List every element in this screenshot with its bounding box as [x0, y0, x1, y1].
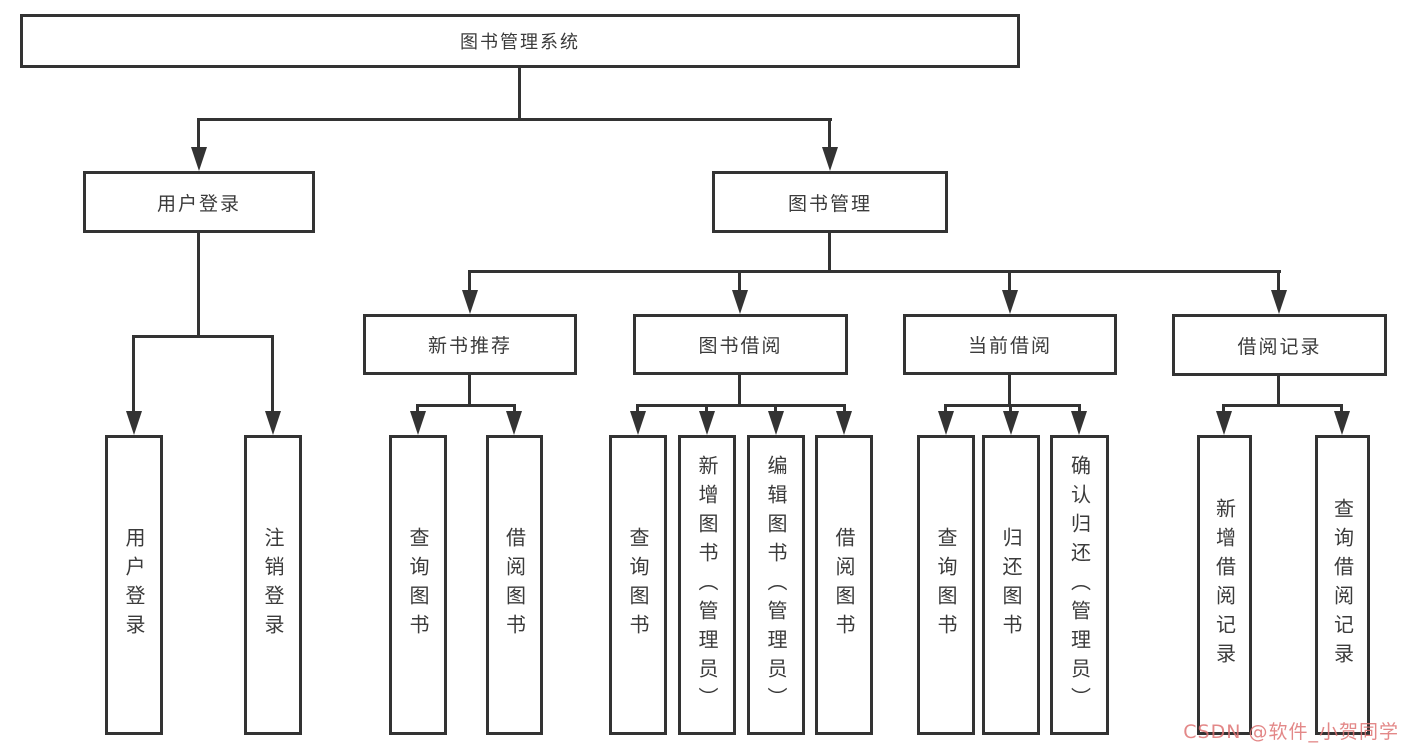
arrow-down-icon: [836, 411, 852, 435]
arrow-down-icon: [938, 411, 954, 435]
node-book-management: 图书管理: [712, 171, 948, 233]
leaf-add-borrow-record: 新增借阅记录: [1197, 435, 1252, 735]
leaf-label: 新增图书（管理员）: [695, 454, 719, 716]
leaf-add-books-admin: 新增图书（管理员）: [678, 435, 736, 735]
leaf-borrow-books-1: 借阅图书: [486, 435, 543, 735]
leaf-label: 新增借阅记录: [1212, 498, 1237, 672]
leaf-user-login: 用户登录: [105, 435, 163, 735]
arrow-down-icon: [126, 411, 142, 435]
arrow-down-icon: [506, 411, 522, 435]
node-book-borrow: 图书借阅: [633, 314, 848, 375]
arrow-down-icon: [191, 147, 207, 171]
arrow-down-icon: [732, 290, 748, 314]
leaf-borrow-books-2: 借阅图书: [815, 435, 873, 735]
leaf-label: 用户登录: [122, 527, 146, 643]
arrow-down-icon: [1002, 290, 1018, 314]
arrow-down-icon: [1216, 411, 1232, 435]
node-system-root: 图书管理系统: [20, 14, 1020, 68]
arrow-down-icon: [462, 290, 478, 314]
leaf-query-books-3: 查询图书: [917, 435, 975, 735]
arrow-down-icon: [822, 147, 838, 171]
arrow-down-icon: [1271, 290, 1287, 314]
leaf-label: 查询图书: [934, 527, 958, 643]
node-new-book-recommend: 新书推荐: [363, 314, 577, 375]
arrow-down-icon: [265, 411, 281, 435]
arrow-down-icon: [630, 411, 646, 435]
node-current-borrow: 当前借阅: [903, 314, 1117, 375]
leaf-return-books: 归还图书: [982, 435, 1040, 735]
arrow-down-icon: [699, 411, 715, 435]
arrow-down-icon: [410, 411, 426, 435]
arrow-down-icon: [1334, 411, 1350, 435]
leaf-label: 查询图书: [406, 527, 430, 643]
leaf-query-borrow-record: 查询借阅记录: [1315, 435, 1370, 735]
leaf-label: 注销登录: [261, 527, 285, 643]
leaf-confirm-return-admin: 确认归还（管理员）: [1050, 435, 1109, 735]
leaf-label: 归还图书: [999, 527, 1023, 643]
node-borrow-records: 借阅记录: [1172, 314, 1387, 376]
leaf-query-books-2: 查询图书: [609, 435, 667, 735]
arrow-down-icon: [768, 411, 784, 435]
leaf-edit-books-admin: 编辑图书（管理员）: [747, 435, 805, 735]
leaf-label: 借阅图书: [832, 527, 856, 643]
arrow-down-icon: [1003, 411, 1019, 435]
leaf-label: 查询图书: [626, 527, 650, 643]
leaf-label: 编辑图书（管理员）: [764, 454, 788, 716]
csdn-watermark: CSDN @软件_小贺同学: [1183, 721, 1399, 743]
node-user-login: 用户登录: [83, 171, 315, 233]
leaf-label: 查询借阅记录: [1330, 498, 1355, 672]
leaf-query-books-1: 查询图书: [389, 435, 447, 735]
leaf-label: 确认归还（管理员）: [1067, 454, 1092, 716]
leaf-logout: 注销登录: [244, 435, 302, 735]
leaf-label: 借阅图书: [502, 527, 527, 643]
arrow-down-icon: [1071, 411, 1087, 435]
